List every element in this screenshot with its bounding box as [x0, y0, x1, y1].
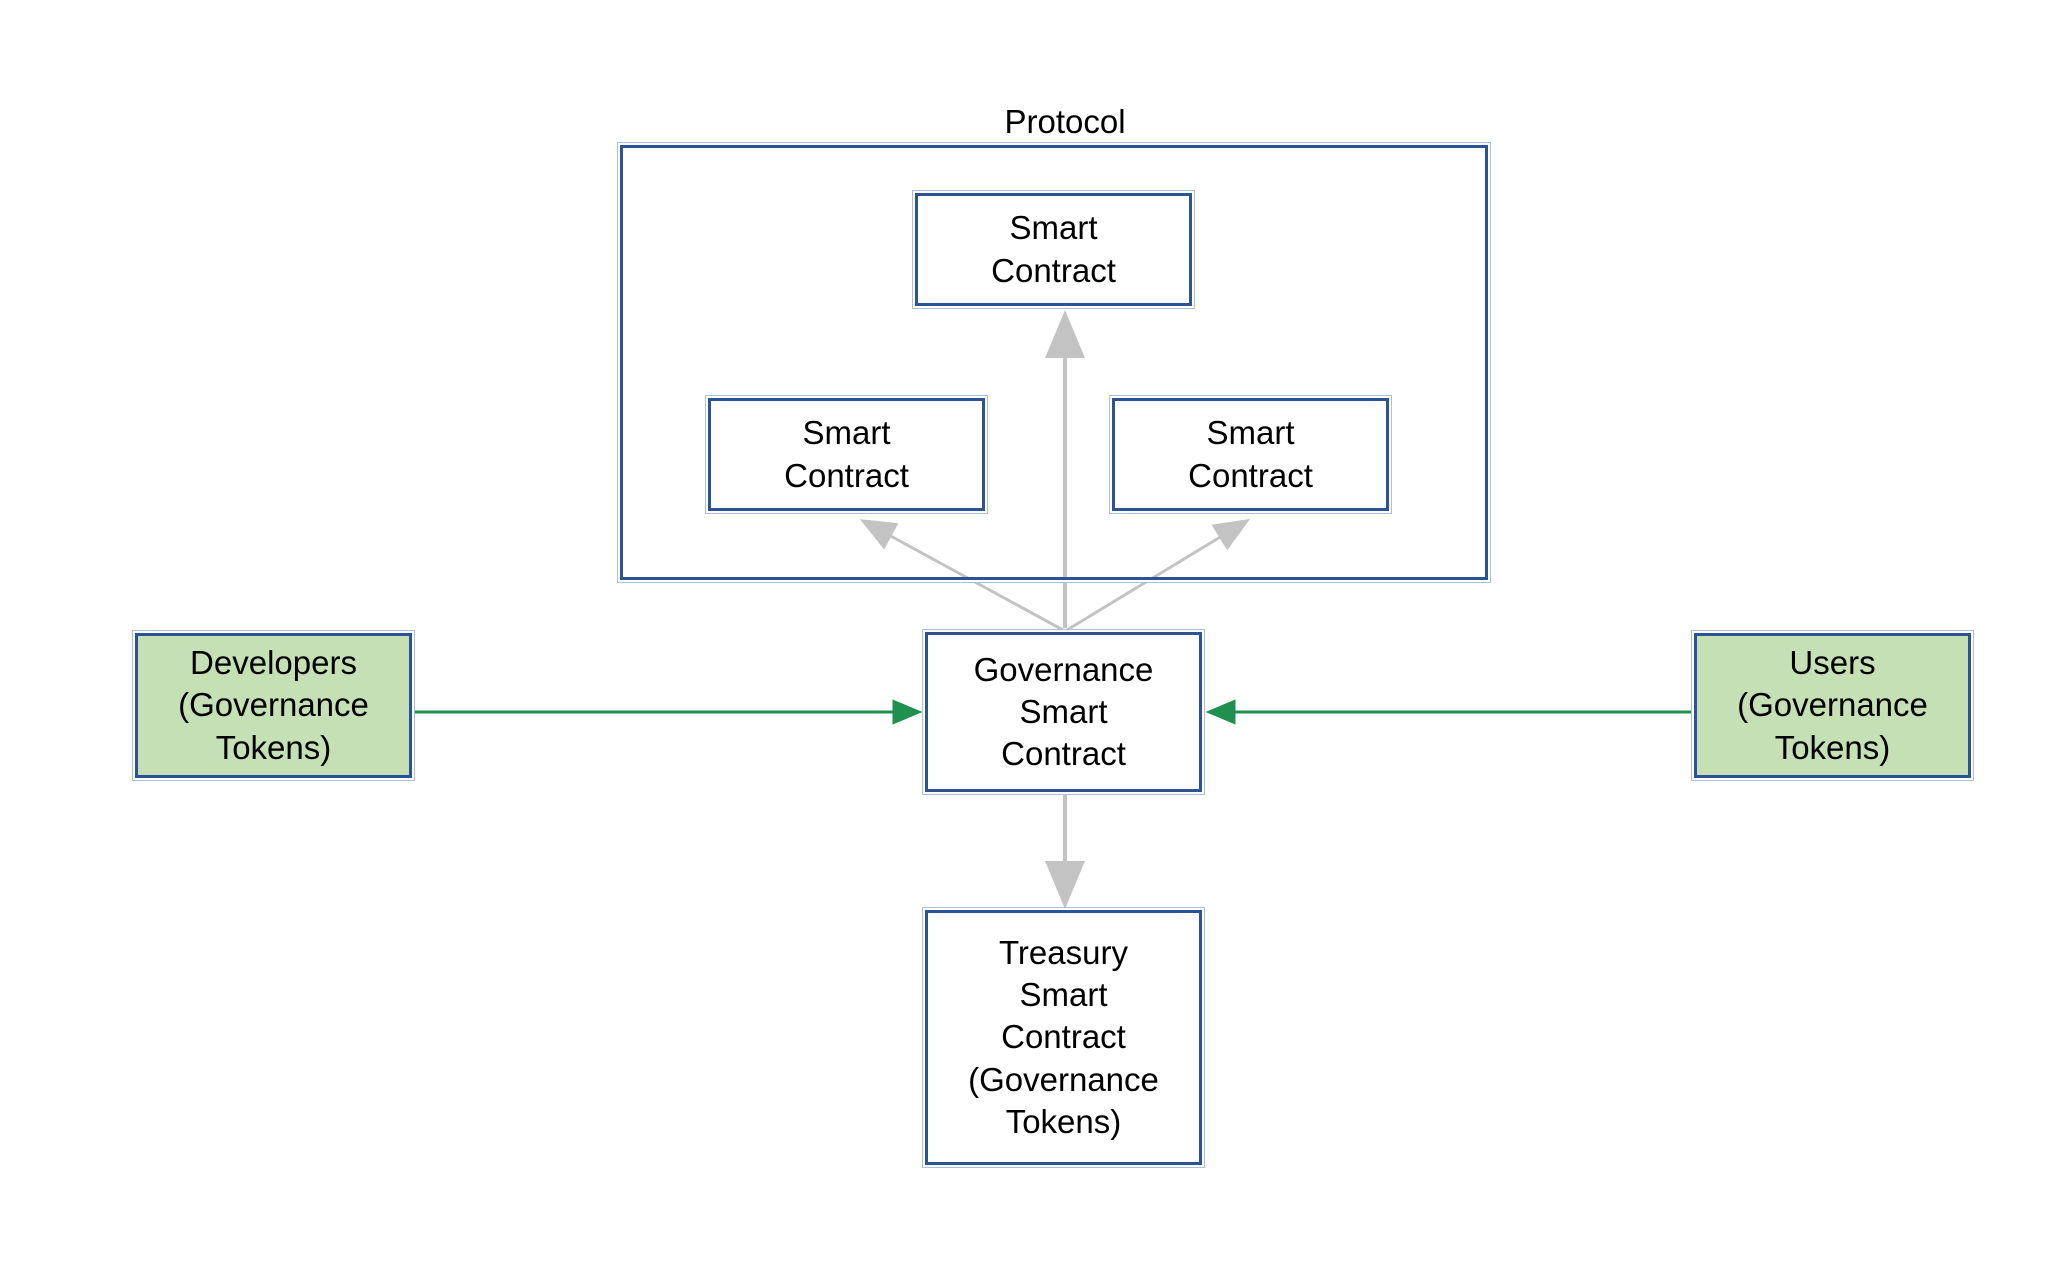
node-governance-smart-contract[interactable]: Governance Smart Contract	[925, 632, 1202, 792]
node-smart-contract-top[interactable]: Smart Contract	[915, 193, 1192, 306]
node-smart-contract-left[interactable]: Smart Contract	[708, 398, 985, 511]
node-treasury-smart-contract[interactable]: Treasury Smart Contract (Governance Toke…	[925, 910, 1202, 1165]
protocol-title: Protocol	[1004, 103, 1126, 140]
node-users[interactable]: Users (Governance Tokens)	[1694, 633, 1971, 778]
node-smart-contract-right[interactable]: Smart Contract	[1112, 398, 1389, 511]
node-developers[interactable]: Developers (Governance Tokens)	[135, 633, 412, 778]
